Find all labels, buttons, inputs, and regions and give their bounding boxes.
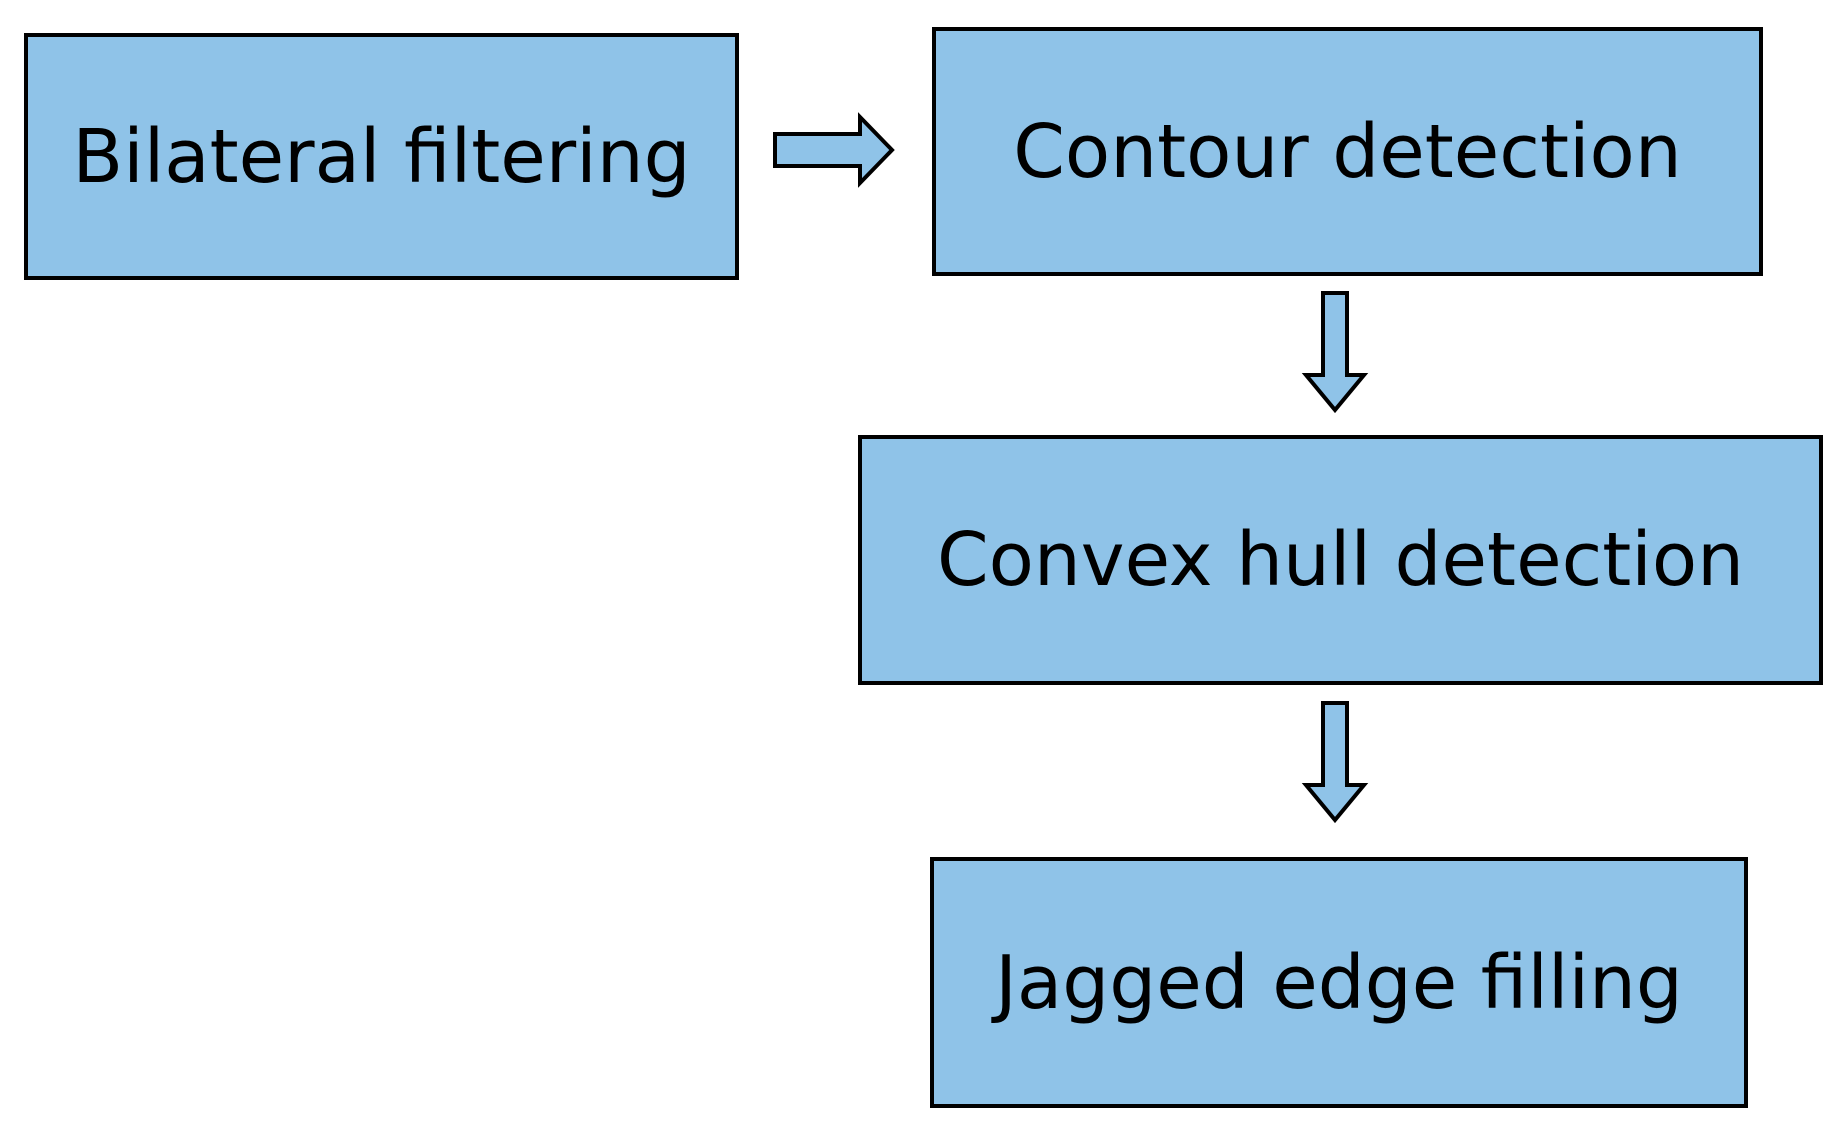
node-label: Convex hull detection [936, 517, 1745, 603]
node-convex-hull-detection: Convex hull detection [858, 435, 1823, 685]
arrow-down-icon [1301, 291, 1369, 414]
node-label: Contour detection [1013, 108, 1682, 195]
node-label: Bilateral filtering [72, 113, 691, 200]
node-bilateral-filtering: Bilateral filtering [24, 33, 739, 280]
node-contour-detection: Contour detection [932, 27, 1763, 276]
arrow-right-icon [773, 112, 895, 188]
arrow-down-icon [1301, 701, 1369, 824]
node-label: Jagged edge filling [995, 939, 1683, 1026]
node-jagged-edge-filling: Jagged edge filling [930, 857, 1748, 1108]
